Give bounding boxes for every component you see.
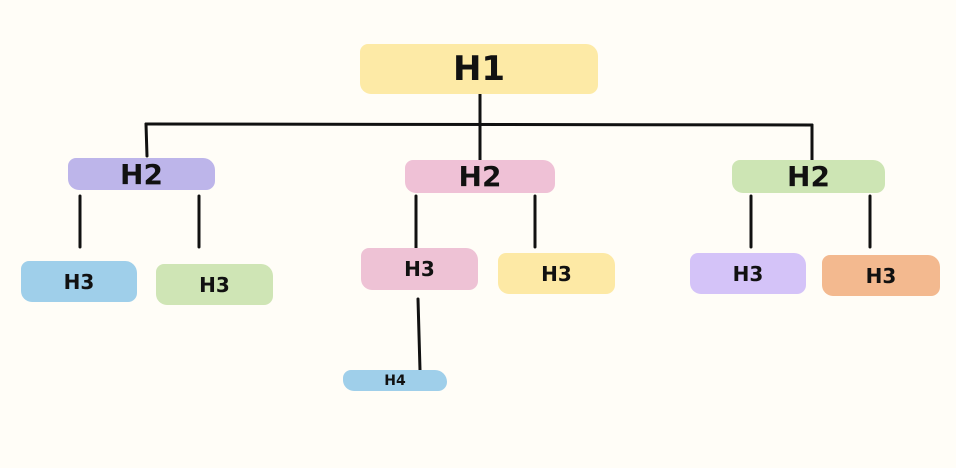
connector — [144, 122, 149, 158]
node-label: H2 — [787, 160, 830, 193]
node-h3-2: H3 — [156, 264, 273, 305]
node-h2-middle: H2 — [405, 160, 555, 193]
node-label: H3 — [404, 257, 435, 281]
node-h1: H1 — [360, 44, 598, 94]
node-label: H2 — [120, 157, 163, 191]
node-label: H3 — [732, 261, 764, 286]
connector — [144, 122, 814, 127]
node-label: H2 — [458, 160, 502, 193]
node-h2-right: H2 — [732, 160, 885, 193]
connector — [416, 297, 422, 372]
node-h2-left: H2 — [68, 157, 215, 191]
node-h3-6: H3 — [822, 255, 940, 296]
node-label: H3 — [199, 272, 230, 297]
node-label: H4 — [384, 372, 406, 389]
node-h4: H4 — [343, 370, 447, 391]
node-label: H3 — [541, 261, 572, 286]
node-h3-5: H3 — [690, 253, 806, 294]
node-label: H3 — [63, 269, 95, 294]
node-h3-3: H3 — [361, 248, 478, 290]
node-h3-1: H3 — [21, 261, 137, 302]
node-h3-4: H3 — [498, 253, 615, 294]
node-label: H1 — [452, 49, 506, 89]
node-label: H3 — [865, 263, 897, 288]
